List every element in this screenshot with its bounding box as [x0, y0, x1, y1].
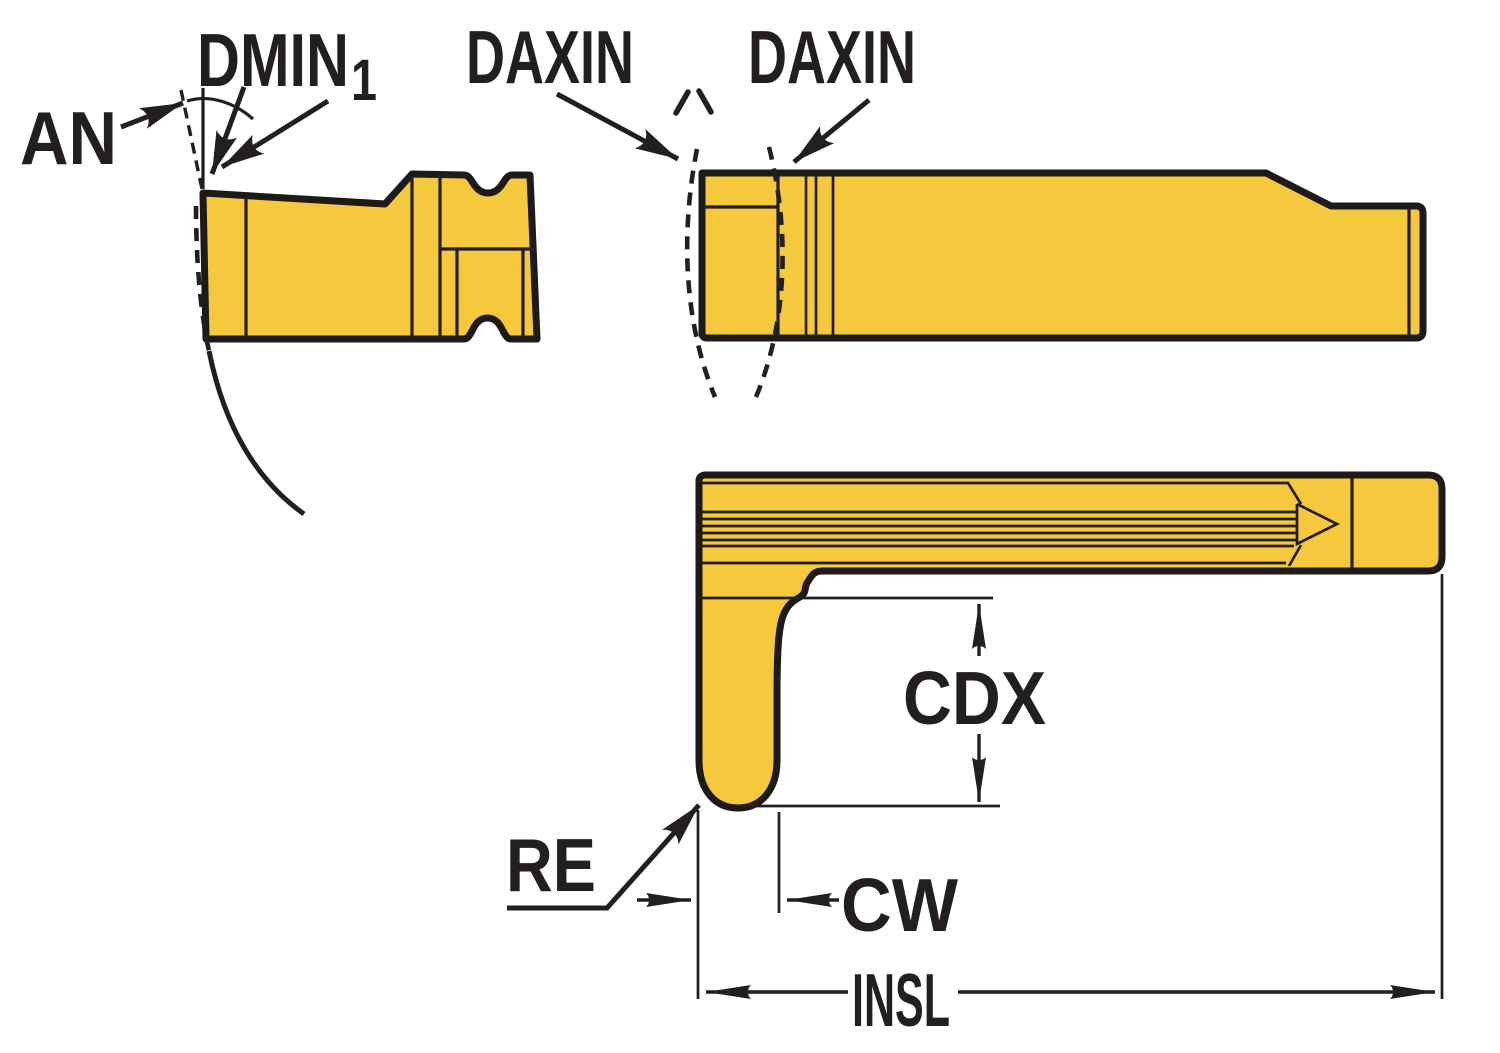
label-an: AN [20, 96, 117, 180]
daxin-left-leader-arrow [555, 91, 680, 162]
dmin-leader-arrow [209, 86, 247, 175]
daxin-arc-peak-dash-left [673, 89, 691, 116]
daxin-arc-right [753, 146, 785, 398]
an-leader-arrow [120, 100, 184, 130]
profile-view-insert [695, 471, 1446, 812]
label-dmin1-base: DMIN [197, 18, 349, 102]
front-view-body [199, 170, 541, 343]
profile-view-body [695, 471, 1446, 812]
label-daxin-left: DAXIN [466, 15, 634, 99]
daxin-arc-peak-dash-right [696, 88, 714, 115]
re-dimension [507, 803, 701, 911]
an-reference-dashed-line [179, 89, 204, 190]
corner-leader-arrow [220, 98, 330, 170]
label-re: RE [506, 823, 596, 907]
cw-dimension [637, 810, 839, 999]
serration-wedge-lower-edge [1287, 544, 1303, 567]
side-view-insert [555, 88, 1427, 398]
dmin-arc [206, 350, 306, 517]
label-dmin1-subscript: 1 [351, 48, 377, 113]
label-cw: CW [841, 863, 958, 947]
daxin-right-leader-arrow [792, 98, 871, 164]
label-daxin-right: DAXIN [748, 15, 916, 99]
re-leader-arrow [507, 803, 701, 911]
label-cdx: CDX [903, 656, 1046, 740]
dmin-arc-dashed-segment [193, 205, 212, 352]
label-insl: INSL [852, 958, 950, 1042]
side-view-body [698, 169, 1427, 342]
daxin-arc-left [684, 148, 718, 398]
serration-wedge [1295, 502, 1341, 547]
front-view-insert [199, 170, 541, 343]
front-view-construction [120, 86, 330, 517]
cdx-dimension [699, 596, 1000, 808]
an-angle-arc [186, 97, 255, 121]
profile-view-serration-lines [700, 478, 1354, 568]
serration-line-top [701, 481, 1303, 505]
insl-dimension [706, 574, 1444, 999]
label-dmin1: DMIN1 [197, 18, 377, 113]
